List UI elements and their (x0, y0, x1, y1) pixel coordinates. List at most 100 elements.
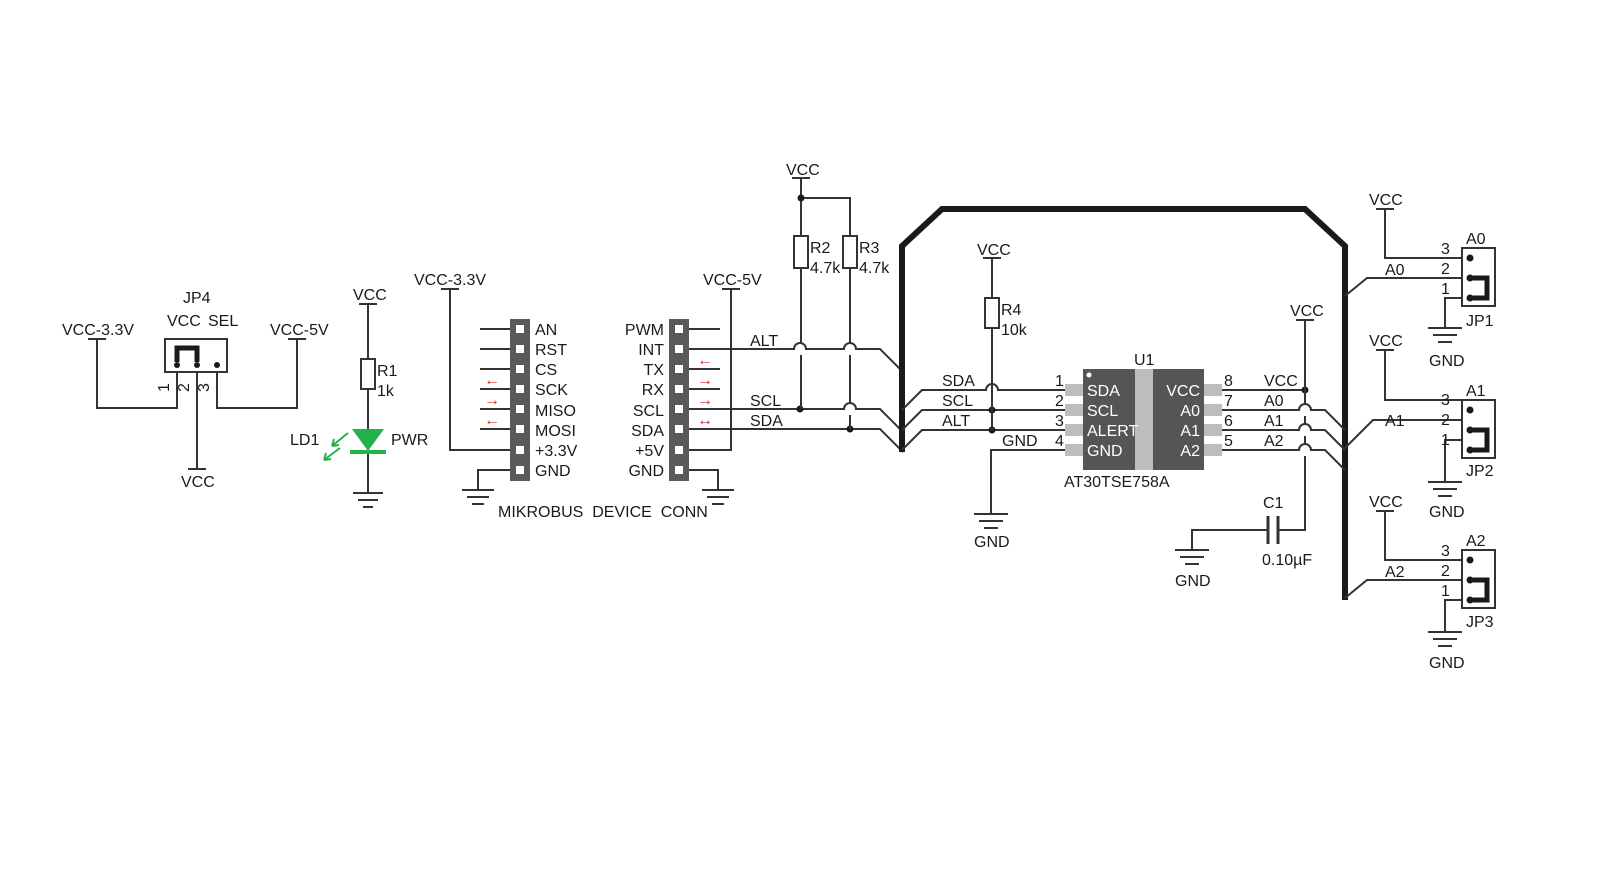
jp-pin-number: 3 (1441, 241, 1450, 258)
u1-sda-net: SDA (942, 373, 975, 390)
u1-input-nets: SDA SCL ALT GND GND VCC R4 10k (901, 242, 1065, 551)
pullup-supply-label: VCC (786, 162, 820, 179)
jp-pin-number: 3 (1441, 392, 1450, 409)
u1-ref: U1 (1134, 352, 1155, 369)
led-ref: LD1 (290, 432, 319, 449)
arrow-both-icon: ↔ (697, 412, 713, 429)
jp-net-wire (1344, 419, 1470, 449)
r4-value: 10k (1001, 322, 1028, 339)
mikrobus-pin-tx: TX (644, 362, 665, 379)
r1-value: 1k (377, 383, 395, 400)
header-pin (516, 345, 524, 353)
mikrobus-pin-cs: CS (535, 362, 557, 379)
jp4-pin-number: 3 (196, 383, 213, 392)
u1-pin (1065, 404, 1083, 416)
mikrobus-left-supply-wire (441, 288, 510, 451)
u1-gnd-label: GND (974, 534, 1010, 551)
ground-icon (353, 492, 383, 508)
led-diode-bar (350, 450, 386, 454)
u1-gnd-net: GND (1002, 433, 1038, 450)
r2-resistor (793, 235, 809, 269)
jp-pin-number: 1 (1441, 583, 1450, 600)
u1-pin1-marker (1086, 372, 1092, 378)
jp4-pin-number: 1 (156, 383, 173, 392)
u1-a0-net: A0 (1264, 393, 1284, 410)
u1-pin-name: A1 (1180, 423, 1200, 440)
led-label: PWR (391, 432, 428, 449)
jp-ref: JP1 (1466, 313, 1494, 330)
arrow-right-icon: → (697, 372, 713, 389)
u1-chip: U1 SDA SCL ALERT GND VCC A0 A1 A2 1 2 3 … (1055, 352, 1233, 491)
jp-pin-dot (1466, 596, 1474, 604)
u1-pin-name: ALERT (1087, 423, 1139, 440)
jp-pin-dot (1466, 294, 1474, 302)
mikrobus-caption: MIKROBUS DEVICE CONN (498, 504, 708, 521)
header-pin (516, 446, 524, 454)
jp-net-label: A2 (1385, 564, 1405, 581)
jp-supply-wire (1376, 208, 1470, 259)
r1-resistor (360, 358, 376, 390)
u1-pin-number: 2 (1055, 393, 1064, 410)
mikrobus-pin-5v: +5V (635, 443, 664, 460)
i2c-nets: ALT SCL SDA (733, 333, 904, 453)
jp4-ref: JP4 (183, 290, 211, 307)
r3-value: 4.7k (859, 260, 890, 277)
mikrobus-right-header (669, 319, 689, 481)
u1-sda-wire (901, 383, 1065, 411)
jp-gnd-label: GND (1429, 655, 1465, 672)
u1-alt-net: ALT (942, 413, 970, 430)
jp-gnd-label: GND (1429, 504, 1465, 521)
u1-pin (1065, 424, 1083, 436)
jp-pin-number: 2 (1441, 563, 1450, 580)
power-led-circuit: VCC R1 1k LD1 PWR (290, 287, 428, 508)
header-pin (675, 325, 683, 333)
header-pin (516, 466, 524, 474)
c1-gnd-label: GND (1175, 573, 1211, 590)
arrow-left-icon: ← (697, 352, 713, 369)
led-emission-arrowhead (323, 438, 340, 461)
jp-pin-dot (1466, 406, 1474, 414)
r2-value: 4.7k (810, 260, 841, 277)
jp-net-wire (1344, 579, 1470, 599)
ground-icon (1428, 631, 1462, 647)
u1-pin-name: A0 (1180, 403, 1200, 420)
header-pin (516, 425, 524, 433)
jp-supply-label: VCC (1369, 494, 1403, 511)
header-pin (516, 385, 524, 393)
led-supply-tick (359, 303, 377, 359)
jp4-pin-dot (214, 362, 220, 368)
led-diode-icon (352, 429, 384, 451)
u1-a2-wire (1222, 443, 1346, 471)
led-emission-icon (323, 432, 349, 461)
ground-icon (702, 489, 734, 505)
ground-icon (1428, 481, 1462, 497)
jp-bridge (1472, 427, 1490, 453)
u1-pin-name: SCL (1087, 403, 1118, 420)
jp-pin-dot (1466, 274, 1474, 282)
u1-pin (1065, 384, 1083, 396)
u1-pin-number: 4 (1055, 433, 1064, 450)
u1-gnd-wire (990, 449, 1065, 514)
mikrobus-pin-gnd-left: GND (535, 463, 571, 480)
signal-bus (899, 206, 1348, 600)
net-sda-wire (733, 428, 904, 453)
jp-pin-number: 2 (1441, 261, 1450, 278)
ground-icon (462, 489, 494, 505)
u1-pin (1204, 404, 1222, 416)
mikrobus-pin-miso: MISO (535, 403, 576, 420)
jp-header-label: A0 (1466, 231, 1486, 248)
jp-pin-number: 3 (1441, 543, 1450, 560)
net-alt-wire (733, 342, 904, 373)
jp-net-label: A1 (1385, 413, 1405, 430)
pullup-resistors: VCC R2 4.7k R3 4.7k (786, 162, 890, 429)
ground-icon (1175, 549, 1209, 565)
mikrobus-pin-scl: SCL (633, 403, 664, 420)
mikrobus-left-supply: VCC-3.3V (414, 272, 486, 289)
header-pin (516, 405, 524, 413)
jp-header-label: A1 (1466, 383, 1486, 400)
jp-pin-number: 1 (1441, 281, 1450, 298)
net-scl-label: SCL (750, 393, 781, 410)
mikrobus-right-supply-wire (689, 288, 740, 451)
c1-ref: C1 (1263, 495, 1284, 512)
